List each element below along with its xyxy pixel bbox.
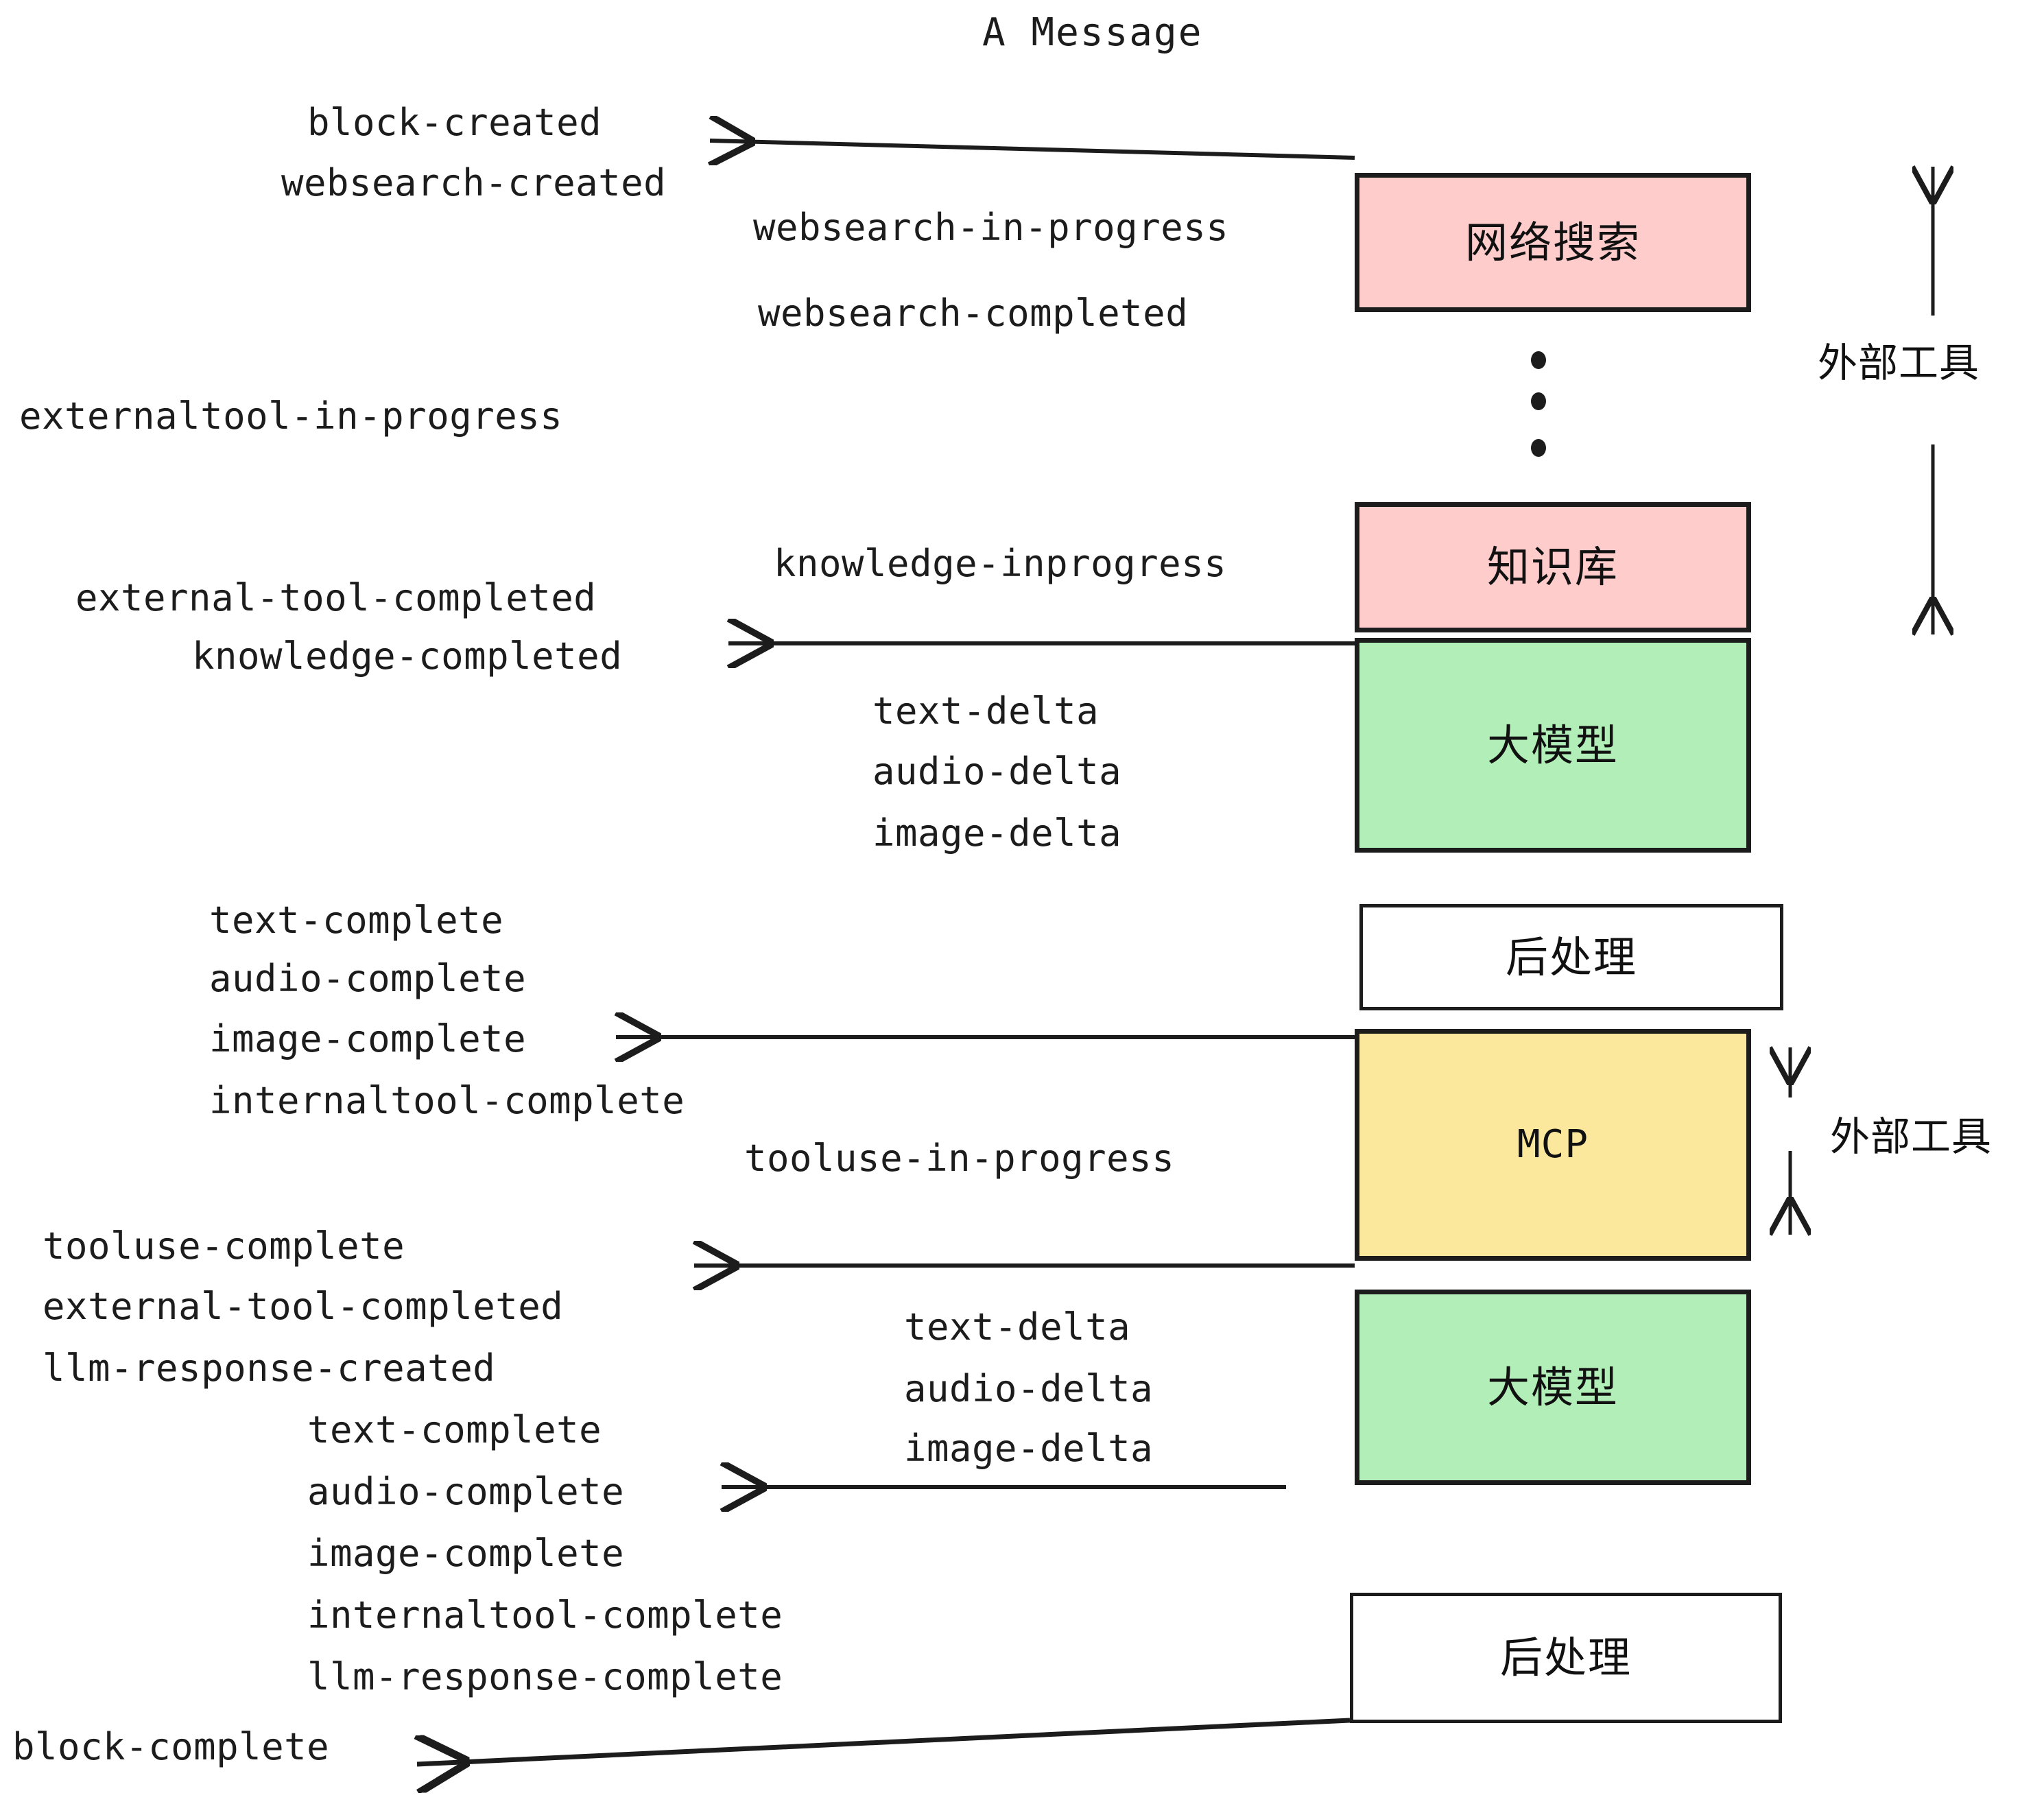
event-label-audio-complete-first: audio-complete [209, 957, 527, 1000]
node-label-llm-second: 大模型 [1486, 1362, 1619, 1412]
event-label-websearch-completed: websearch-completed [758, 292, 1189, 335]
page-title: A Message [982, 10, 1203, 55]
event-label-internaltool-complete-first: internaltool-complete [209, 1079, 685, 1122]
event-label-externaltool-in-progress: externaltool-in-progress [19, 394, 563, 438]
node-box-postprocess-first: 后处理 [1359, 904, 1783, 1010]
node-label-postprocess-second: 后处理 [1499, 1633, 1632, 1683]
event-label-tooluse-complete: tooluse-complete [43, 1224, 405, 1268]
node-box-websearch: 网络搜索 [1355, 173, 1751, 312]
ellipsis-dot [1531, 392, 1546, 410]
event-label-llm-response-complete: llm-response-complete [307, 1655, 783, 1698]
ellipsis-dot [1531, 351, 1546, 369]
event-label-internaltool-complete-second: internaltool-complete [307, 1593, 783, 1637]
node-box-postprocess-second: 后处理 [1350, 1593, 1782, 1723]
event-label-websearch-in-progress: websearch-in-progress [753, 206, 1229, 249]
node-box-knowledge: 知识库 [1355, 502, 1751, 632]
event-label-text-complete-second: text-complete [307, 1408, 602, 1451]
event-label-audio-delta-first: audio-delta [872, 750, 1122, 793]
event-label-text-delta-first: text-delta [872, 689, 1100, 733]
node-box-mcp: MCP [1355, 1029, 1751, 1261]
node-box-llm-first: 大模型 [1355, 638, 1751, 853]
event-label-image-complete-first: image-complete [209, 1017, 527, 1060]
side-label-external-tools-top: 外部工具 [1818, 340, 1980, 386]
event-label-knowledge-completed: knowledge-completed [192, 634, 623, 678]
event-label-text-delta-second: text-delta [904, 1305, 1131, 1349]
event-label-block-created: block-created [307, 101, 602, 144]
event-label-audio-delta-second: audio-delta [904, 1367, 1154, 1410]
event-label-block-complete: block-complete [12, 1725, 330, 1768]
event-label-external-tool-completed-second: external-tool-completed [43, 1285, 564, 1328]
node-label-websearch: 网络搜索 [1464, 217, 1641, 268]
event-label-audio-complete-second: audio-complete [307, 1470, 625, 1513]
arrow-postprocess-to-block-complete [417, 1718, 1351, 1764]
event-label-image-delta-second: image-delta [904, 1427, 1154, 1470]
event-label-knowledge-inprogress: knowledge-inprogress [774, 542, 1227, 585]
node-label-knowledge: 知识库 [1486, 542, 1619, 592]
event-label-websearch-created: websearch-created [281, 161, 667, 204]
event-label-external-tool-completed-first: external-tool-completed [75, 576, 597, 619]
node-label-llm-first: 大模型 [1486, 720, 1619, 770]
node-box-llm-second: 大模型 [1355, 1290, 1751, 1485]
event-label-tooluse-in-progress: tooluse-in-progress [744, 1137, 1175, 1180]
event-label-image-complete-second: image-complete [307, 1532, 625, 1575]
event-label-text-complete-first: text-complete [209, 899, 504, 942]
ellipsis-dot [1531, 439, 1546, 457]
node-label-postprocess-first: 后处理 [1505, 931, 1637, 982]
arrow-websearch-to-block-created [710, 141, 1355, 158]
event-label-image-delta-first: image-delta [872, 811, 1122, 855]
event-label-llm-response-created: llm-response-created [43, 1346, 496, 1390]
side-label-external-tools-bottom: 外部工具 [1830, 1113, 1993, 1160]
node-label-mcp: MCP [1517, 1122, 1589, 1167]
